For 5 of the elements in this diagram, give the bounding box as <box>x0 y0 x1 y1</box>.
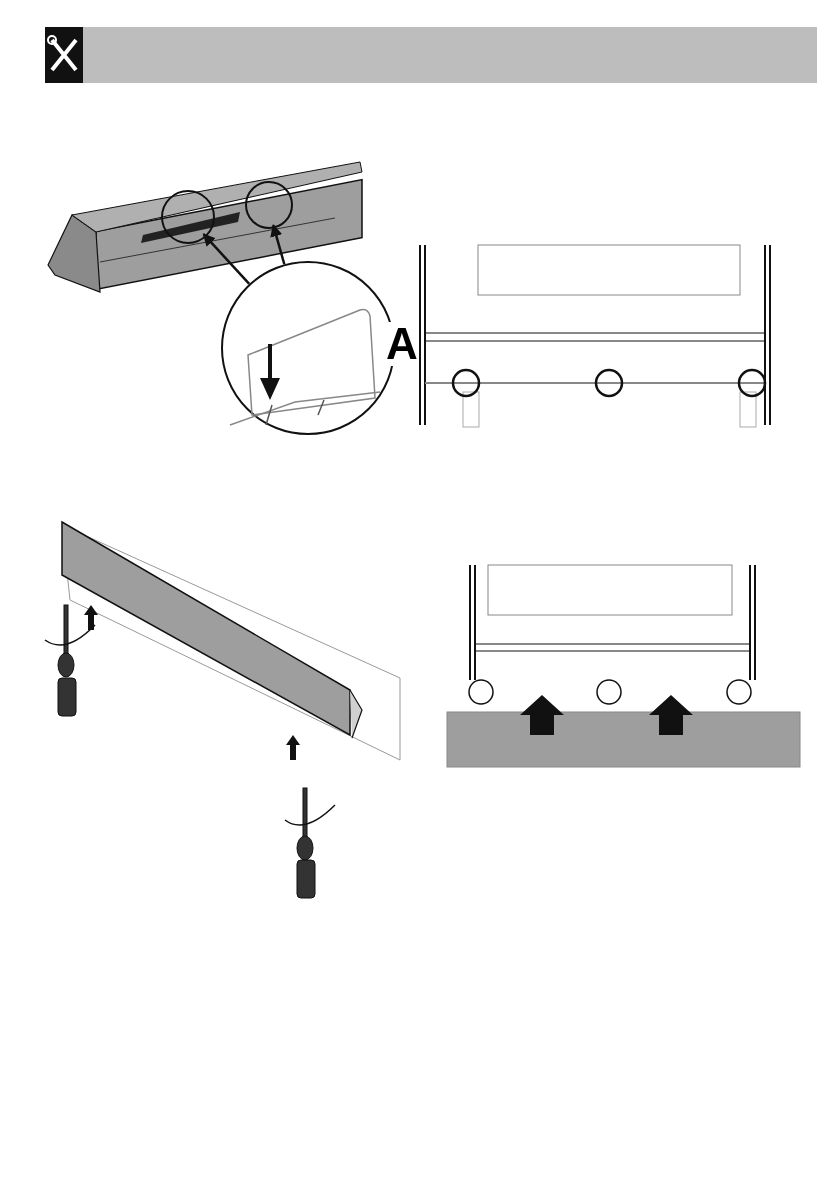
highlight-circle <box>245 181 293 229</box>
arrow <box>270 223 286 265</box>
detail-letter: A <box>386 322 418 366</box>
arrow <box>202 233 251 285</box>
highlight-circle <box>161 190 215 244</box>
